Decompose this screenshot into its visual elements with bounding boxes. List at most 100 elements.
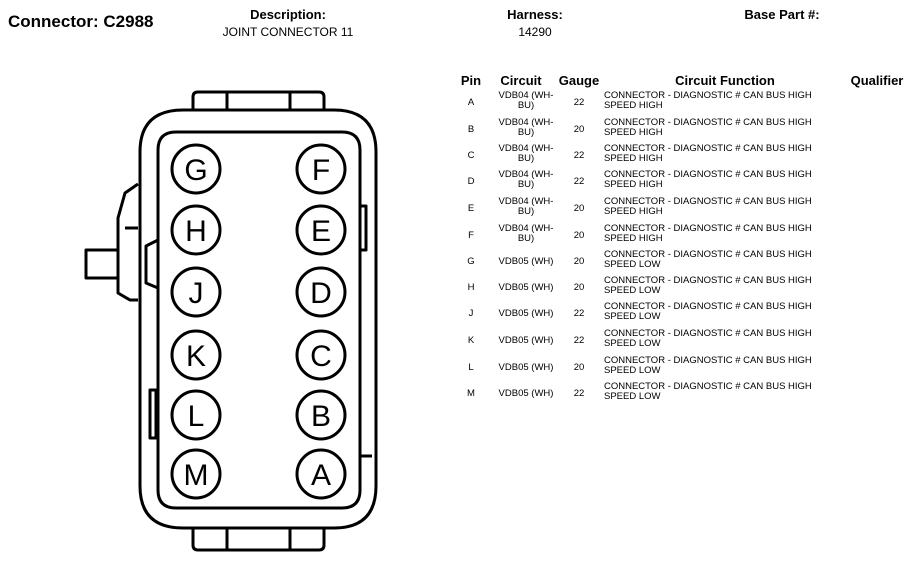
circuit-cell: VDB05 (WH) (498, 388, 554, 399)
pin-cavity-b: B (295, 389, 347, 441)
left-side-lock (116, 182, 139, 302)
pin-cell: D (467, 176, 475, 187)
pin-label: L (188, 400, 205, 433)
gauge-cell: 20 (573, 124, 585, 135)
circuit-cell: VDB05 (WH) (498, 308, 554, 319)
column-header-circuit-function: Circuit Function (675, 73, 775, 88)
pin-cell: C (467, 150, 475, 161)
column-header-pin: Pin (460, 73, 482, 88)
pin-cell: J (468, 308, 474, 319)
circuit-cell: VDB04 (WH-BU) (498, 117, 554, 138)
harness-value: 14290 (518, 25, 552, 39)
table-row: E VDB04 (WH-BU) 20 CONNECTOR - DIAGNOSTI… (455, 197, 855, 223)
gauge-cell: 20 (573, 203, 585, 214)
left-lower-rib (148, 388, 158, 440)
pin-cavity-j: J (170, 266, 222, 318)
connector-title: Connector: C2988 (8, 12, 154, 31)
gauge-cell: 22 (573, 97, 585, 108)
table-row: G VDB05 (WH) 20 CONNECTOR - DIAGNOSTIC #… (455, 250, 855, 276)
pin-cell: E (467, 203, 475, 214)
column-header-gauge: Gauge (558, 73, 600, 88)
pin-circle (170, 448, 222, 500)
pin-cavity-h: H (170, 204, 222, 256)
base-part-label: Base Part #: (744, 7, 820, 22)
top-latch (191, 90, 326, 110)
pin-label: B (311, 400, 331, 433)
table-row: B VDB04 (WH-BU) 20 CONNECTOR - DIAGNOSTI… (455, 118, 855, 144)
pin-cell: K (467, 335, 475, 346)
pin-cell: G (467, 256, 475, 267)
pin-label: F (312, 154, 330, 187)
table-row: J VDB05 (WH) 22 CONNECTOR - DIAGNOSTIC #… (455, 302, 855, 328)
pin-label: A (311, 459, 331, 492)
circuit-cell: VDB04 (WH-BU) (498, 223, 554, 244)
pin-cavity-f: F (295, 143, 347, 195)
pin-cell: L (468, 362, 474, 373)
gauge-cell: 20 (573, 256, 585, 267)
pin-circle (170, 266, 222, 318)
table-row: K VDB05 (WH) 22 CONNECTOR - DIAGNOSTIC #… (455, 329, 855, 355)
inner-cavity (156, 130, 362, 510)
pin-label: C (310, 340, 332, 373)
pin-label: H (185, 215, 207, 248)
table-row: L VDB05 (WH) 20 CONNECTOR - DIAGNOSTIC #… (455, 356, 855, 382)
pin-cell: F (468, 230, 474, 241)
pin-circle (295, 143, 347, 195)
pin-cavity-c: C (295, 329, 347, 381)
pin-label: K (186, 340, 206, 373)
pin-circle (170, 329, 222, 381)
pin-circle (295, 389, 347, 441)
pin-label: D (310, 277, 332, 310)
table-row: C VDB04 (WH-BU) 22 CONNECTOR - DIAGNOSTI… (455, 144, 855, 170)
gauge-cell: 22 (573, 150, 585, 161)
circuit-cell: VDB04 (WH-BU) (498, 143, 554, 164)
gauge-cell: 20 (573, 362, 585, 373)
pin-cavity-e: E (295, 204, 347, 256)
description-value: JOINT CONNECTOR 11 (222, 25, 354, 39)
gauge-cell: 22 (573, 388, 585, 399)
pin-circle (295, 204, 347, 256)
gauge-cell: 20 (573, 230, 585, 241)
circuit-cell: VDB05 (WH) (498, 256, 554, 267)
gauge-cell: 22 (573, 308, 585, 319)
pin-circle (295, 266, 347, 318)
pin-label: E (311, 215, 331, 248)
pin-label: M (184, 459, 209, 492)
pin-cavity-g: G (170, 143, 222, 195)
table-row: H VDB05 (WH) 20 CONNECTOR - DIAGNOSTIC #… (455, 276, 855, 302)
description-label: Description: (250, 7, 326, 22)
gauge-cell: 20 (573, 282, 585, 293)
left-notch (144, 238, 159, 290)
pin-cell: M (467, 388, 475, 399)
circuit-cell: VDB05 (WH) (498, 362, 554, 373)
pin-cavity-k: K (170, 329, 222, 381)
circuit-cell: VDB05 (WH) (498, 282, 554, 293)
pin-cavity-d: D (295, 266, 347, 318)
circuit-cell: VDB04 (WH-BU) (498, 196, 554, 217)
bottom-latch (191, 528, 326, 552)
left-post (84, 248, 118, 280)
pin-circle (170, 204, 222, 256)
table-row: M VDB05 (WH) 22 CONNECTOR - DIAGNOSTIC #… (455, 382, 855, 408)
table-row: A VDB04 (WH-BU) 22 CONNECTOR - DIAGNOSTI… (455, 91, 855, 117)
table-row: D VDB04 (WH-BU) 22 CONNECTOR - DIAGNOSTI… (455, 170, 855, 196)
table-row: F VDB04 (WH-BU) 20 CONNECTOR - DIAGNOSTI… (455, 224, 855, 250)
pin-cell: H (467, 282, 475, 293)
harness-label: Harness: (507, 7, 563, 22)
pin-circle (170, 143, 222, 195)
column-header-circuit: Circuit (500, 73, 542, 88)
pin-circle (170, 389, 222, 441)
gauge-cell: 22 (573, 335, 585, 346)
